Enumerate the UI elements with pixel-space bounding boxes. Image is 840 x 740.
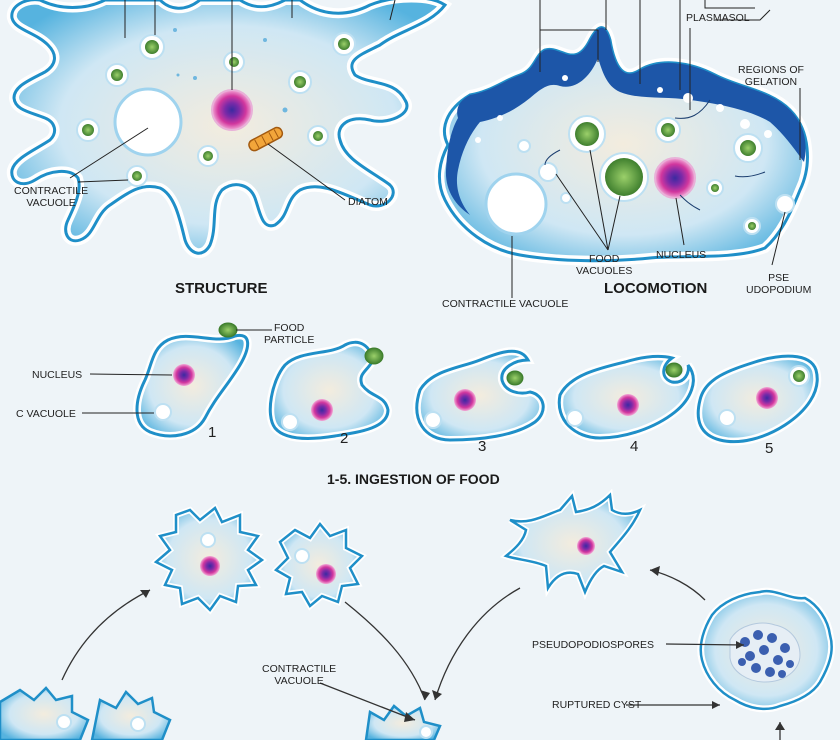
structure-food-vacuoles bbox=[76, 32, 356, 187]
label-nucleus-ingestion: NUCLEUS bbox=[32, 369, 83, 381]
daughter-cell-a bbox=[150, 503, 268, 615]
label-nucleus-locomotion: NUCLEUS bbox=[656, 249, 707, 261]
ingestion-stage-1 bbox=[133, 322, 252, 440]
stage-number-5: 5 bbox=[765, 440, 774, 457]
reproduction-cycle bbox=[0, 488, 836, 740]
locomotion-food-vacuoles bbox=[517, 115, 795, 235]
label-contractile-vacuole-structure: CONTRACTILE VACUOLE bbox=[14, 185, 89, 209]
title-ingestion: 1-5. INGESTION OF FOOD bbox=[327, 471, 500, 487]
locomotion-amoeba bbox=[434, 0, 813, 298]
daughter-cell-b bbox=[271, 519, 368, 611]
stage-number-3: 3 bbox=[478, 438, 487, 455]
label-contractile-vacuole-locomotion: CONTRACTILE VACUOLE bbox=[442, 298, 569, 310]
label-pseudopodiospores: PSEUDOPODIOSPORES bbox=[532, 639, 654, 651]
locomotion-contractile-vacuole bbox=[484, 172, 548, 236]
ingestion-stage-3 bbox=[412, 347, 548, 445]
ruptured-cyst bbox=[697, 587, 836, 713]
structure-amoeba bbox=[6, 0, 453, 259]
locomotion-nucleus bbox=[654, 157, 696, 199]
locomotion-gel-band bbox=[445, 27, 806, 216]
label-food-vacuoles: FOOD VACUOLES bbox=[576, 253, 633, 277]
stage-number-1: 1 bbox=[208, 424, 217, 441]
emerging-amoeba bbox=[499, 488, 647, 601]
ingestion-stage-5 bbox=[694, 352, 822, 446]
label-contractile-vacuole-cycle: CONTRACTILE VACUOLE bbox=[262, 663, 337, 687]
stage-number-4: 4 bbox=[630, 438, 639, 455]
ingestion-sequence bbox=[82, 322, 822, 446]
label-plasmasol: PLASMASOL bbox=[686, 12, 750, 24]
stage-number-2: 2 bbox=[340, 430, 349, 447]
ingestion-stage-2 bbox=[266, 338, 393, 443]
label-regions-of-gelation: REGIONS OF GELATION bbox=[738, 64, 804, 88]
title-locomotion: LOCOMOTION bbox=[604, 280, 708, 297]
dividing-cells bbox=[0, 686, 442, 740]
label-diatom: DIATOM bbox=[348, 196, 388, 208]
title-structure: STRUCTURE bbox=[175, 280, 268, 297]
label-pseudopodium: PSE UDOPODIUM bbox=[746, 272, 812, 296]
structure-contractile-vacuole bbox=[113, 87, 183, 157]
ingestion-stage-4 bbox=[555, 352, 698, 443]
label-ruptured-cyst: RUPTURED CYST bbox=[552, 699, 642, 711]
label-food-particle: FOOD PARTICLE bbox=[264, 322, 315, 346]
structure-nucleus bbox=[211, 89, 253, 131]
label-c-vacuole: C VACUOLE bbox=[16, 408, 76, 420]
